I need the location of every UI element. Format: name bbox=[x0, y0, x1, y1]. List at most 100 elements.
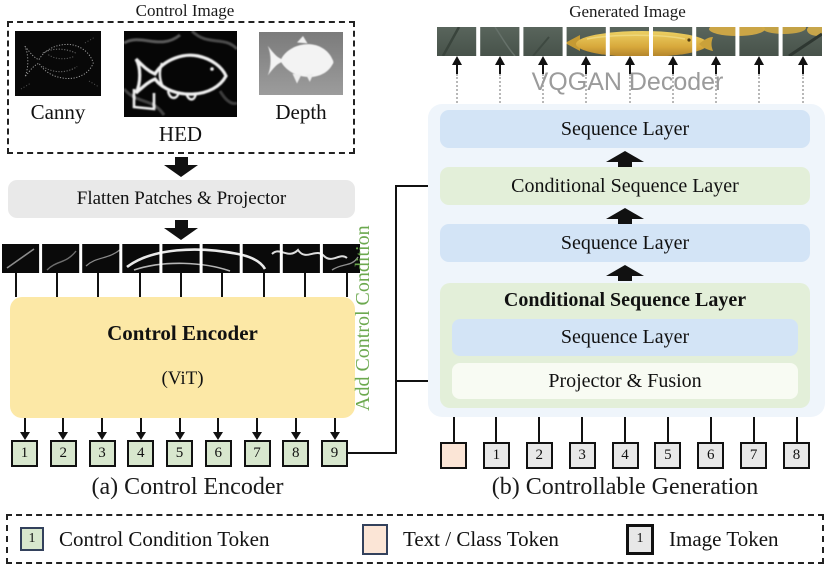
control-image-frame bbox=[7, 21, 355, 154]
encoder-to-token-arrows bbox=[11, 418, 348, 440]
down-arrow-icon bbox=[11, 418, 38, 440]
control-condition-token: 7 bbox=[243, 440, 271, 467]
image-token: 2 bbox=[525, 442, 553, 469]
down-arrow-icon bbox=[164, 220, 198, 240]
canny-label: Canny bbox=[30, 100, 86, 124]
vertical-line bbox=[138, 273, 141, 297]
legend-item-text-class-token: Text / Class Token bbox=[362, 519, 559, 559]
legend-label: Image Token bbox=[669, 526, 779, 551]
control-image-title: Control Image bbox=[135, 1, 235, 20]
connector-line bbox=[126, 273, 153, 297]
down-arrow-icon bbox=[244, 418, 271, 440]
vertical-line bbox=[304, 273, 307, 297]
sequence-layer-label: Sequence Layer bbox=[560, 231, 690, 254]
down-arrow-icon bbox=[89, 418, 116, 440]
up-arrow-icon bbox=[480, 56, 519, 103]
depth-image bbox=[259, 32, 343, 95]
connector-line bbox=[654, 417, 681, 442]
text-class-token-swatch bbox=[362, 523, 388, 555]
control-encoder-box: Control Encoder (ViT) bbox=[10, 297, 355, 418]
connector-vertical-line bbox=[395, 185, 397, 454]
up-arrow-icon bbox=[524, 56, 563, 103]
vertical-line bbox=[752, 417, 755, 442]
down-arrow-icon bbox=[282, 418, 309, 440]
patch-to-encoder-lines bbox=[2, 273, 360, 297]
legend-label: Text / Class Token bbox=[403, 526, 559, 551]
hed-label: HED bbox=[158, 122, 203, 146]
vertical-line bbox=[581, 417, 584, 442]
projector-fusion-label: Projector & Fusion bbox=[548, 369, 702, 392]
vertical-line bbox=[14, 273, 17, 297]
image-token-swatch: 1 bbox=[626, 523, 654, 555]
connector-line bbox=[209, 273, 236, 297]
swatch-number: 1 bbox=[636, 531, 644, 546]
vertical-line bbox=[345, 273, 348, 297]
sequence-layer-label: Sequence Layer bbox=[560, 117, 690, 140]
inner-sequence-layer: Sequence Layer bbox=[452, 319, 798, 356]
flatten-patches-projector-box: Flatten Patches & Projector bbox=[8, 180, 355, 218]
legend-item-image-token: 1 Image Token bbox=[626, 519, 779, 559]
text-class-token bbox=[440, 442, 467, 469]
depth-label: Depth bbox=[275, 100, 327, 124]
up-arrow-icon bbox=[610, 56, 649, 103]
up-arrow-icon bbox=[606, 265, 644, 281]
connector-line bbox=[783, 417, 810, 442]
add-control-condition-label: Add Control Condition bbox=[352, 225, 374, 411]
canny-image bbox=[15, 31, 101, 96]
connector-line bbox=[697, 417, 724, 442]
connector-branch-lower bbox=[395, 380, 439, 382]
connector-line bbox=[333, 273, 360, 297]
caption-b: (b) Controllable Generation bbox=[491, 474, 759, 500]
control-condition-token: 9 bbox=[321, 440, 348, 467]
connector-line bbox=[612, 417, 639, 442]
vertical-line bbox=[221, 273, 224, 297]
connector-line bbox=[740, 417, 767, 442]
control-condition-token: 4 bbox=[127, 440, 155, 467]
up-arrow-icon bbox=[606, 208, 644, 224]
connector-line bbox=[43, 273, 70, 297]
inner-sequence-layer-label: Sequence Layer bbox=[560, 326, 690, 348]
up-arrow-icon bbox=[606, 151, 644, 167]
hed-image bbox=[124, 31, 237, 117]
vertical-line bbox=[666, 417, 669, 442]
caption-a: (a) Control Encoder bbox=[91, 474, 284, 500]
flatten-patches-projector-label: Flatten Patches & Projector bbox=[76, 188, 287, 209]
connector-line bbox=[2, 273, 29, 297]
conditional-sequence-layer-label: Conditional Sequence Layer bbox=[511, 174, 739, 197]
down-arrow-icon bbox=[166, 418, 193, 440]
connector-line bbox=[526, 417, 553, 442]
vqgan-decoder-label: VQGAN Decoder bbox=[531, 68, 724, 96]
vertical-line bbox=[795, 417, 798, 442]
down-arrow-icon bbox=[50, 418, 77, 440]
control-condition-token: 3 bbox=[88, 440, 116, 467]
up-arrow-icon bbox=[783, 56, 822, 103]
vertical-line bbox=[55, 273, 58, 297]
down-arrow-icon bbox=[205, 418, 232, 440]
connector-branch-upper bbox=[395, 185, 429, 187]
generated-patch-strip bbox=[437, 27, 822, 56]
conditional-sequence-layer-title: Conditional Sequence Layer bbox=[503, 289, 747, 311]
control-condition-token: 2 bbox=[49, 440, 77, 467]
up-arrow-icon bbox=[437, 56, 476, 103]
vertical-line bbox=[180, 273, 182, 297]
connector-line bbox=[85, 273, 112, 297]
sequence-layer-top: Sequence Layer bbox=[440, 110, 810, 148]
vertical-line bbox=[495, 417, 498, 442]
vertical-line bbox=[538, 417, 541, 442]
conditional-sequence-layer: Conditional Sequence Layer bbox=[440, 167, 810, 205]
image-token: 8 bbox=[783, 442, 810, 469]
vertical-line bbox=[452, 417, 455, 442]
connector-line bbox=[483, 417, 510, 442]
image-token: 1 bbox=[482, 442, 510, 469]
control-encoder-title: Control Encoder bbox=[107, 321, 258, 345]
generated-image-title: Generated Image bbox=[569, 2, 686, 21]
image-token: 6 bbox=[697, 442, 725, 469]
sequence-layer-middle: Sequence Layer bbox=[440, 224, 810, 262]
swatch-number: 1 bbox=[28, 531, 36, 546]
control-condition-token: 5 bbox=[166, 440, 193, 467]
connector-bottom-line bbox=[348, 452, 397, 454]
image-token: 7 bbox=[740, 442, 768, 469]
conditional-sequence-layer-block: Conditional Sequence Layer Sequence Laye… bbox=[440, 283, 810, 408]
legend-frame bbox=[6, 514, 824, 564]
